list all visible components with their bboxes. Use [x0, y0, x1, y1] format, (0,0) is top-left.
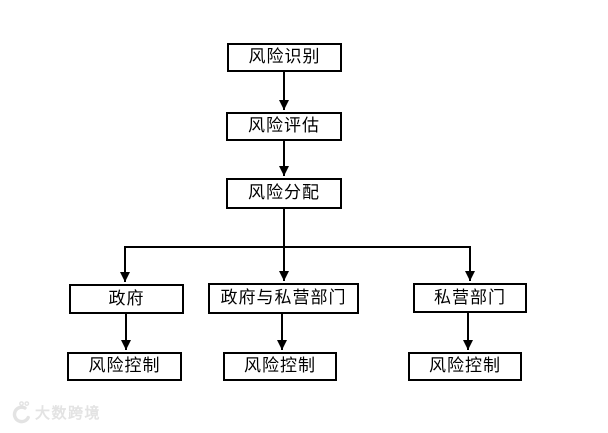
- node-risk-identification: 风险识别: [227, 43, 342, 72]
- node-risk-allocation: 风险分配: [226, 178, 342, 209]
- watermark-logo-icon: [12, 401, 30, 424]
- node-risk-assessment: 风险评估: [226, 112, 342, 141]
- node-government-private: 政府与私营部门: [208, 283, 359, 314]
- watermark: 大数跨境: [8, 400, 101, 424]
- watermark-text: 大数跨境: [35, 403, 102, 422]
- node-risk-control-mixed: 风险控制: [223, 352, 337, 381]
- node-government: 政府: [69, 284, 184, 314]
- node-risk-control-private: 风险控制: [408, 352, 522, 381]
- node-private-sector: 私营部门: [413, 283, 527, 313]
- node-risk-control-government: 风险控制: [67, 352, 182, 381]
